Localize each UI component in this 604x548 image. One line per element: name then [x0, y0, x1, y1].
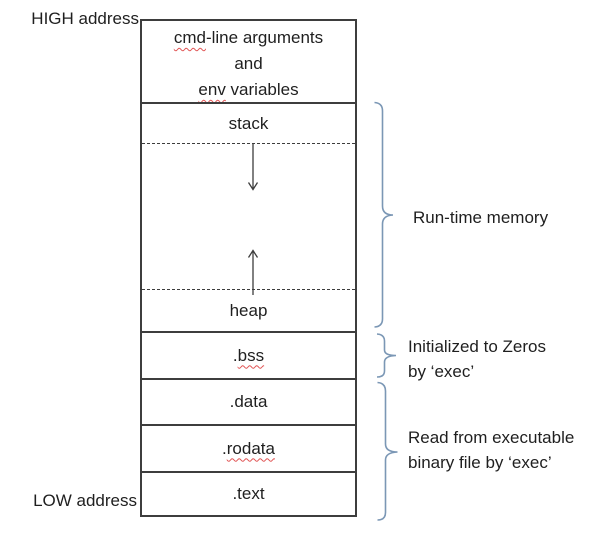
- label-text: .text: [232, 484, 265, 503]
- label-text: -line arguments: [205, 28, 324, 47]
- label-text: and: [234, 54, 263, 73]
- annotation-runtime-memory: Run-time memory: [413, 205, 548, 230]
- high-address-label: HIGH address: [31, 9, 139, 28]
- misspelled-word: cmd: [173, 28, 206, 47]
- label-text: .: [222, 438, 227, 458]
- label-text: stack: [228, 113, 269, 133]
- annotation-line: Read from executable: [408, 428, 575, 447]
- misspelled-word: bss: [237, 345, 265, 365]
- section-bss: .bss: [142, 331, 355, 378]
- misspelled-word: env: [198, 80, 226, 99]
- runtime-brace-icon: [374, 101, 394, 328]
- label-line: .rodata: [222, 439, 275, 459]
- annotation-line: Run-time memory: [413, 208, 549, 227]
- low-address-label: LOW address: [33, 491, 137, 510]
- label-line: .bss: [233, 346, 264, 366]
- section-text: .text: [142, 471, 355, 515]
- label-line: env variables: [198, 77, 298, 103]
- section-growth-gap: [142, 143, 355, 289]
- annotation-line: by ‘exec’: [408, 362, 475, 381]
- annotation-line: Initialized to Zeros: [408, 337, 546, 356]
- label-line: .data: [230, 392, 268, 412]
- label-text: variables: [225, 80, 299, 99]
- section-rodata: .rodata: [142, 424, 355, 471]
- label-line: heap: [230, 301, 268, 321]
- label-text: .: [232, 345, 238, 365]
- label-text: heap: [229, 300, 268, 320]
- misspelled-word: rodata: [226, 438, 275, 458]
- label-line: cmd-line arguments: [174, 25, 323, 51]
- annotation-read-from-binary: Read from executable binary file by ‘exec…: [408, 425, 574, 475]
- label-line: and: [234, 51, 262, 77]
- annotation-line: binary file by ‘exec’: [408, 453, 552, 472]
- label-line: .text: [232, 484, 264, 504]
- section-heap: heap: [142, 289, 355, 331]
- label-line: stack: [229, 114, 269, 134]
- section-data: .data: [142, 378, 355, 424]
- section-stack: stack: [142, 102, 355, 143]
- annotation-initialized-zeros: Initialized to Zeros by ‘exec’: [408, 334, 546, 384]
- bss-brace-icon: [376, 333, 397, 378]
- label-text: .data: [229, 392, 268, 411]
- binary-brace-icon: [377, 381, 398, 521]
